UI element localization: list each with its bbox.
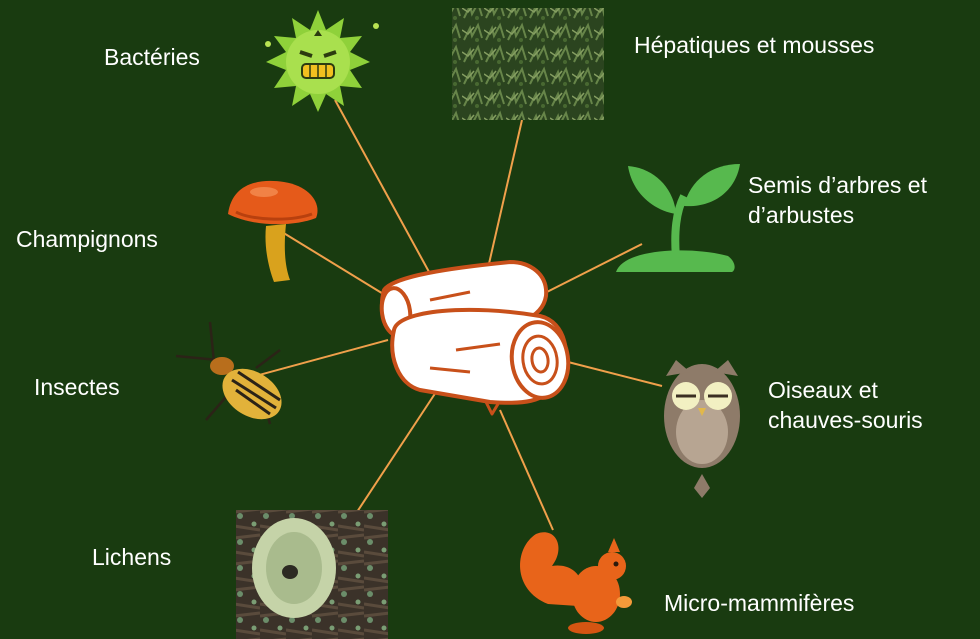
label-semis: Semis d’arbres et d’arbustes xyxy=(748,170,927,230)
lichen-photo xyxy=(236,510,388,639)
label-micro: Micro-mammifères xyxy=(664,588,854,618)
bacteria-icon xyxy=(265,10,379,112)
mushroom-icon xyxy=(228,181,318,282)
label-bacteries: Bactéries xyxy=(104,42,200,72)
moss-photo xyxy=(452,8,604,120)
label-champignons: Champignons xyxy=(16,224,158,254)
squirrel-icon xyxy=(520,532,632,634)
label-insectes: Insectes xyxy=(34,372,120,402)
label-hepatiques: Hépatiques et mousses xyxy=(634,30,874,60)
connector-bacteries xyxy=(335,100,440,292)
label-line: Oiseaux et xyxy=(768,375,923,405)
label-line: Lichens xyxy=(92,542,171,572)
connector-micro xyxy=(500,410,553,530)
seedling-icon xyxy=(616,164,740,272)
label-line: Semis d’arbres et xyxy=(748,170,927,200)
dead-wood-logs-icon xyxy=(379,262,573,414)
label-line: Insectes xyxy=(34,372,120,402)
connector-champignons xyxy=(282,232,385,295)
label-oiseaux: Oiseaux et chauves-souris xyxy=(768,375,923,435)
label-line: Bactéries xyxy=(104,42,200,72)
label-line: Micro-mammifères xyxy=(664,588,854,618)
label-lichens: Lichens xyxy=(92,542,171,572)
label-line: chauves-souris xyxy=(768,405,923,435)
beetle-icon xyxy=(176,322,291,430)
owl-icon xyxy=(664,360,740,498)
connector-lichens xyxy=(355,386,440,515)
connector-oiseaux xyxy=(568,362,662,386)
connector-hepatiques xyxy=(488,120,522,268)
label-line: Champignons xyxy=(16,224,158,254)
label-line: d’arbustes xyxy=(748,200,927,230)
label-line: Hépatiques et mousses xyxy=(634,30,874,60)
